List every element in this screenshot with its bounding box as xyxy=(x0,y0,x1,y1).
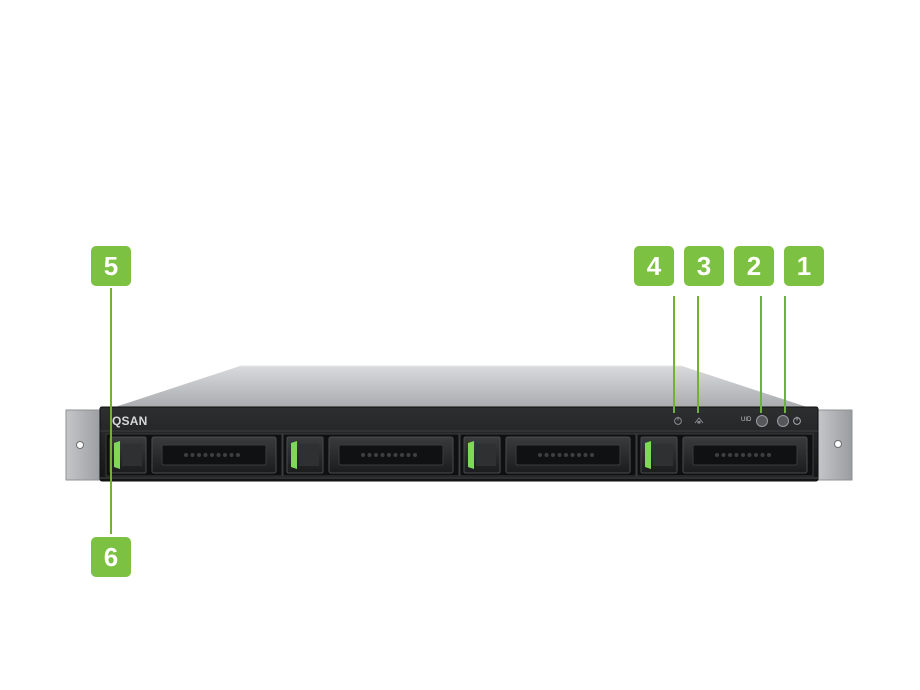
left-rack-ear xyxy=(65,409,103,481)
leader-line-1 xyxy=(784,296,786,413)
vent-hole xyxy=(216,453,221,457)
right-rack-ear xyxy=(817,409,853,481)
drive-release-tab[interactable] xyxy=(645,441,651,469)
vent-hole xyxy=(544,453,549,457)
vent-hole xyxy=(577,453,581,457)
vent-hole xyxy=(197,453,201,457)
vent-hole xyxy=(190,453,195,457)
vent-hole xyxy=(184,453,188,457)
drive-bay-3[interactable] xyxy=(459,433,637,477)
vent-hole xyxy=(760,453,765,457)
leader-line-4 xyxy=(673,296,675,413)
power-button[interactable] xyxy=(777,415,789,427)
vent-hole xyxy=(229,453,234,457)
vent-hole xyxy=(387,453,391,457)
vent-hole xyxy=(236,453,240,457)
leader-line-6 xyxy=(110,458,112,534)
drive-release-tab[interactable] xyxy=(291,441,297,469)
uid-label: UID xyxy=(741,417,752,423)
vent-hole xyxy=(406,453,411,457)
vent-hole xyxy=(747,453,752,457)
vent-hole xyxy=(564,453,568,457)
vent-hole xyxy=(715,453,719,457)
vent-hole xyxy=(400,453,404,457)
drive-bay-1[interactable] xyxy=(105,433,283,477)
vent-hole xyxy=(734,453,739,457)
vent-hole xyxy=(557,453,562,457)
vent-hole xyxy=(728,453,732,457)
vent-hole xyxy=(367,453,372,457)
vent-hole xyxy=(590,453,594,457)
brand-logo: QSAN xyxy=(112,414,148,428)
vent-hole xyxy=(393,453,398,457)
vent-hole xyxy=(583,453,588,457)
vent-hole xyxy=(374,453,378,457)
power-led-icon xyxy=(674,416,682,425)
callout-badge-5: 5 xyxy=(91,246,131,286)
vent-hole xyxy=(210,453,214,457)
callout-badge-6: 6 xyxy=(91,537,131,577)
leader-line-3 xyxy=(697,296,699,413)
drive-release-tab[interactable] xyxy=(114,441,120,469)
vent-hole xyxy=(538,453,542,457)
vent-hole xyxy=(551,453,555,457)
vent-hole xyxy=(721,453,726,457)
vent-hole xyxy=(203,453,208,457)
vent-hole xyxy=(754,453,758,457)
callout-badge-1: 1 xyxy=(784,246,824,286)
power-button-icon xyxy=(793,416,801,425)
callout-badge-4: 4 xyxy=(634,246,674,286)
vent-hole xyxy=(223,453,227,457)
vent-hole xyxy=(767,453,771,457)
vent-hole xyxy=(741,453,745,457)
callout-badge-2: 2 xyxy=(734,246,774,286)
drive-bay-2[interactable] xyxy=(282,433,460,477)
leader-line-5 xyxy=(110,288,112,458)
vent-hole xyxy=(361,453,365,457)
vent-hole xyxy=(380,453,385,457)
chassis-top-cover xyxy=(112,366,810,408)
callout-badge-3: 3 xyxy=(684,246,724,286)
drive-bay-4[interactable] xyxy=(636,433,814,477)
vent-hole xyxy=(413,453,417,457)
vent-hole xyxy=(570,453,575,457)
drive-release-tab[interactable] xyxy=(468,441,474,469)
leader-line-2 xyxy=(760,296,762,413)
uid-button[interactable] xyxy=(756,415,768,427)
network-led-icon xyxy=(694,417,704,424)
